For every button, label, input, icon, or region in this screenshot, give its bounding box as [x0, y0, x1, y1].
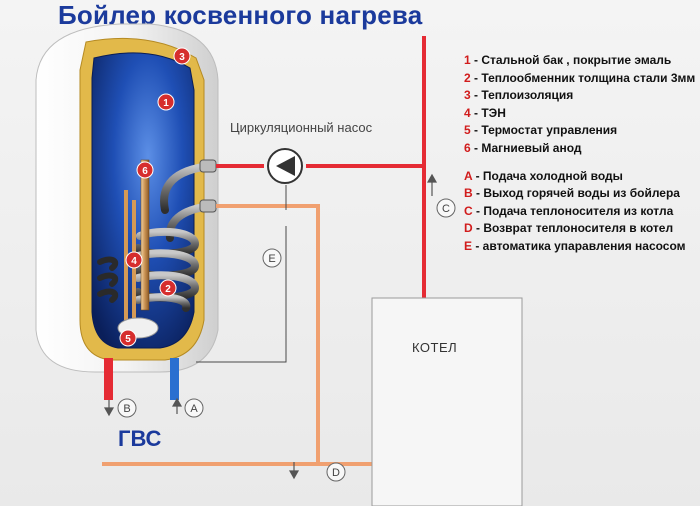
legend-item: A - Подача холодной воды — [464, 168, 623, 183]
upper-nozzle — [199, 159, 217, 173]
letter-marker-b: B — [117, 398, 137, 418]
letter-marker-e: E — [262, 248, 282, 268]
svg-text:B: B — [123, 403, 130, 415]
coil-back — [97, 256, 119, 303]
letter-marker-d: D — [326, 462, 346, 482]
legend-item: 1 - Стальной бак , покрытие эмаль — [464, 53, 672, 67]
number-marker-4: 4 — [125, 251, 143, 269]
boiler-unit-box — [371, 297, 523, 506]
svg-text:D: D — [332, 467, 340, 479]
magnesium-anode — [140, 159, 150, 311]
svg-text:A: A — [190, 403, 198, 415]
svg-text:C: C — [442, 203, 450, 215]
legend-item: B - Выход горячей воды из бойлера — [464, 186, 680, 201]
legend-spacer — [464, 158, 695, 168]
letter-marker-a: A — [184, 398, 204, 418]
svg-text:2: 2 — [165, 284, 171, 295]
number-marker-1: 1 — [157, 93, 175, 111]
legend-item: 4 - ТЭН — [464, 105, 506, 120]
return-pipe-d — [102, 204, 372, 466]
legend: 1 - Стальной бак , покрытие эмаль 2 - Те… — [464, 52, 695, 256]
legend-item: D - Возврат теплоносителя в котел — [464, 221, 674, 236]
legend-item: E - автоматика упаравления насосом — [464, 238, 686, 253]
number-marker-5: 5 — [119, 329, 137, 347]
flow-arrows — [103, 173, 438, 480]
svg-text:E: E — [268, 253, 275, 265]
svg-text:1: 1 — [163, 98, 169, 109]
svg-text:4: 4 — [131, 256, 137, 267]
pump-label: Циркуляционный насос — [230, 120, 373, 135]
legend-item: 2 - Теплообменник толщина стали 3мм — [464, 70, 696, 85]
letter-marker-c: C — [436, 198, 456, 218]
svg-text:6: 6 — [142, 166, 148, 177]
number-marker-2: 2 — [159, 279, 177, 297]
legend-item: 3 - Теплоизоляция — [464, 88, 574, 103]
legend-item: 5 - Термостат управления — [464, 123, 618, 138]
pump-arrow-icon — [276, 156, 295, 176]
legend-item: C - Подача теплоносителя из котла — [464, 203, 674, 218]
hot-water-outlet-pipe — [104, 358, 113, 400]
cold-water-inlet-pipe — [170, 358, 179, 400]
boiler-unit-label: КОТЕЛ — [412, 340, 458, 355]
hot-water-label: ГВС — [118, 426, 162, 451]
number-marker-6: 6 — [136, 161, 154, 179]
svg-text:3: 3 — [179, 52, 185, 63]
lower-nozzle — [199, 199, 217, 213]
legend-item: 6 - Магниевый анод — [464, 140, 582, 155]
pump-control-wire-e — [196, 185, 287, 363]
supply-pipe-c — [216, 36, 426, 300]
number-marker-3: 3 — [173, 47, 191, 65]
svg-text:5: 5 — [125, 334, 131, 345]
